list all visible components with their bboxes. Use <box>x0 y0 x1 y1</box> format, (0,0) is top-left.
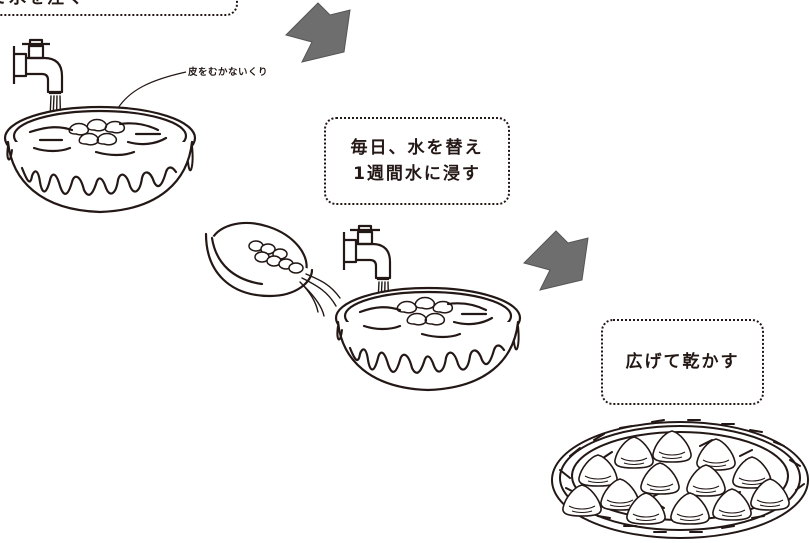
callout-step2: 毎日、水を替え 1週間水に浸す <box>324 117 510 205</box>
faucet-icon <box>342 224 392 281</box>
chestnut-icon <box>396 296 454 326</box>
arrow-icon <box>523 230 589 291</box>
bowl-icon <box>3 105 197 214</box>
chestnut-icon <box>248 240 304 274</box>
callout-step3-line1: 広げて乾かす <box>625 352 740 372</box>
chestnut-icon <box>68 118 126 146</box>
water-stream <box>299 273 341 317</box>
bowl-label: 皮をむかないくり <box>188 67 269 78</box>
callout-step3: 広げて乾かす <box>601 319 764 405</box>
callout-step2-line2: 1週間水に浸す <box>353 164 481 184</box>
bowl-icon <box>334 286 522 392</box>
faucet-icon <box>12 38 64 95</box>
callout-step1-line1: て水を注ぐ <box>0 0 85 11</box>
label-leader <box>117 71 187 109</box>
arrow-icon <box>285 2 351 63</box>
callout-step1: て水を注ぐ <box>0 0 238 16</box>
callout-step2-line1: 毎日、水を替え <box>350 138 484 158</box>
